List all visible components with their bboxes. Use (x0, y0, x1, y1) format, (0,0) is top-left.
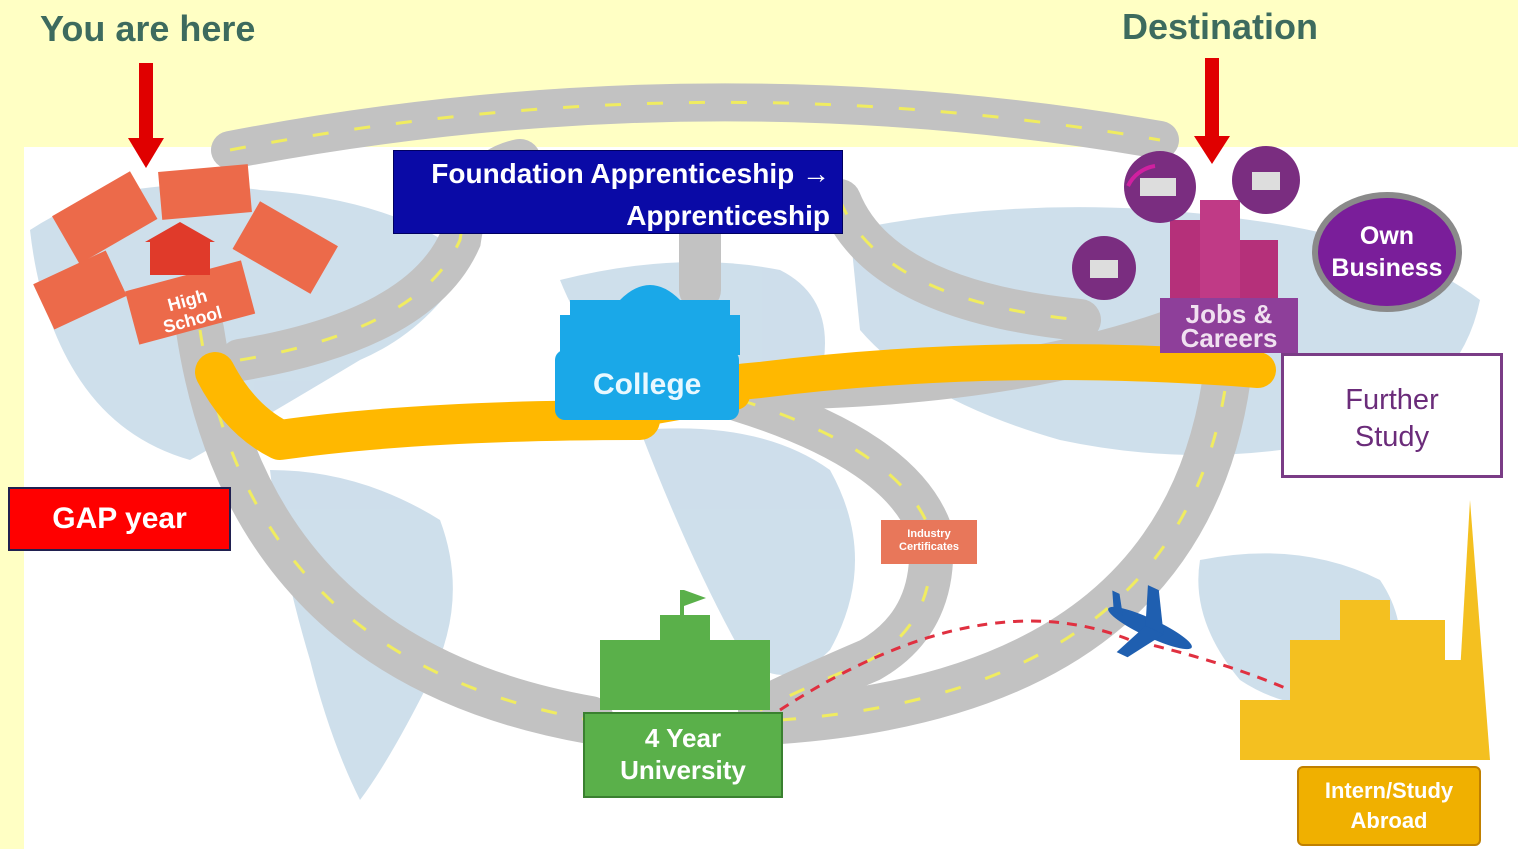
university-box: 4 Year University (583, 712, 783, 798)
own-business-line1: Own (1359, 222, 1415, 250)
foundation-line1: Foundation Apprenticeship → (431, 158, 830, 189)
destination-label: Destination (1122, 6, 1319, 47)
industry-line2: Certificates (899, 541, 959, 553)
university-line1: 4 Year (644, 723, 722, 753)
gap-year-box: GAP year (8, 487, 231, 551)
further-line2: Study (1354, 421, 1430, 453)
you-are-here-label: You are here (40, 8, 256, 49)
abroad-skyline-icon (1240, 500, 1490, 760)
industry-certificates-box: Industry Certificates (881, 520, 977, 564)
university-building-icon (600, 590, 770, 710)
destination-arrow (1194, 58, 1230, 164)
own-business-line2: Business (1331, 254, 1443, 282)
airplane-icon (1108, 585, 1192, 658)
own-business-circle: Own Business (1312, 192, 1462, 312)
jobs-line1: Jobs & (1185, 299, 1273, 329)
flight-path (779, 619, 1291, 712)
college-building-icon (560, 285, 740, 355)
further-line1: Further (1345, 384, 1439, 416)
intern-study-abroad-box: Intern/Study Abroad (1297, 766, 1481, 846)
foundation-line2: Apprenticeship (626, 200, 830, 231)
jobs-careers-icons (1072, 146, 1300, 300)
intern-line2: Abroad (1350, 808, 1428, 833)
you-are-here-arrow (128, 63, 164, 168)
university-line2: University (620, 755, 746, 785)
foundation-apprenticeship-box: Foundation Apprenticeship → Apprenticesh… (393, 150, 843, 234)
high-school-cluster (33, 164, 338, 345)
college-box: College (555, 350, 739, 420)
road-dashes (198, 100, 1232, 722)
jobs-line2: Careers (1180, 323, 1278, 353)
industry-line1: Industry (907, 528, 951, 540)
further-study-box: Further Study (1281, 353, 1503, 478)
jobs-careers-box: Jobs & Careers (1160, 298, 1298, 353)
intern-line1: Intern/Study (1324, 778, 1454, 803)
